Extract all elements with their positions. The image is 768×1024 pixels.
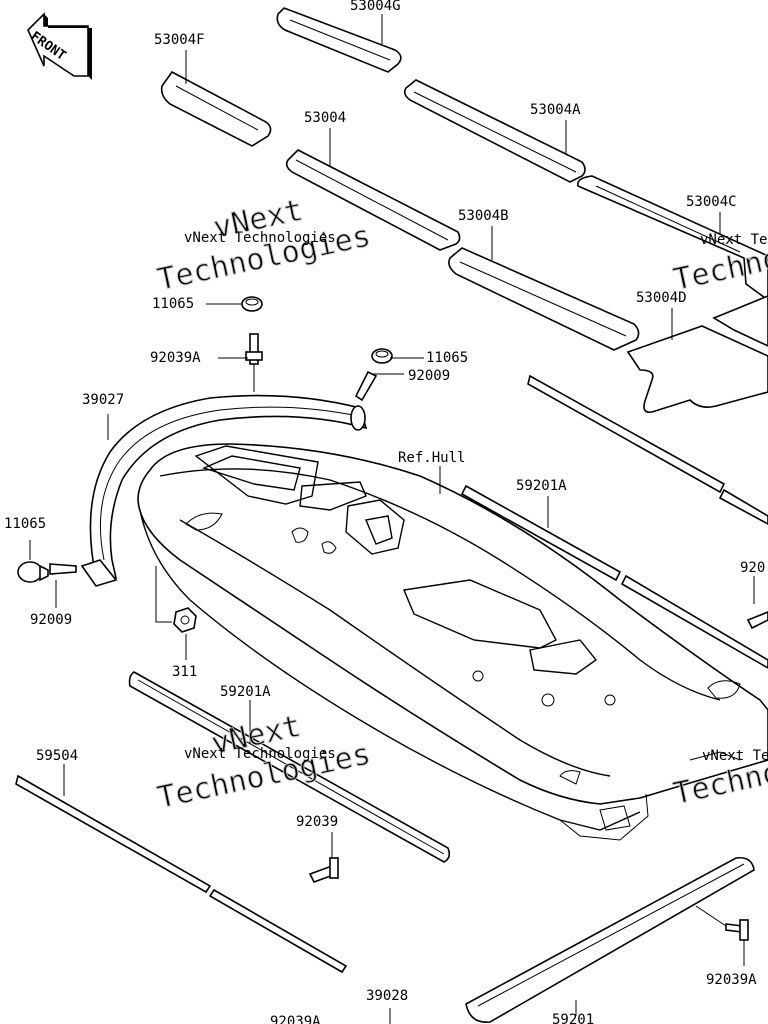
cap-11065-left <box>17 561 49 583</box>
label-39028: 39028 <box>366 988 408 1004</box>
label-92039: 92039 <box>296 814 338 830</box>
strip-59504 <box>15 774 348 974</box>
front-arrow-icon <box>27 12 92 80</box>
label-92039A-top: 92039A <box>150 350 201 366</box>
bumper-39027 <box>80 394 368 587</box>
cap-11065-mid <box>371 348 393 364</box>
hull-outline <box>137 443 768 841</box>
svg-text:vNext Technologies: vNext Technologies <box>702 748 768 764</box>
label-53004D: 53004D <box>636 290 687 306</box>
label-11065-left: 11065 <box>4 516 46 532</box>
label-59201: 59201 <box>552 1012 594 1024</box>
label-92039A-bottom: 92039A <box>706 972 757 988</box>
mat-53004F <box>160 70 272 147</box>
screw-92009-left <box>49 563 77 575</box>
svg-text:vNext Technologies: vNext Technologies <box>700 232 768 248</box>
label-11065-mid: 11065 <box>426 350 468 366</box>
label-92009-mid: 92009 <box>408 368 450 384</box>
label-39027: 39027 <box>82 392 124 408</box>
label-ref-hull: Ref.Hull <box>398 450 465 466</box>
mat-53004C <box>576 175 768 301</box>
cap-11065-top <box>241 296 263 312</box>
rivet-right-edge <box>746 611 768 630</box>
svg-text:vNext Technologies: vNext Technologies <box>184 230 336 246</box>
nut-311 <box>173 607 197 633</box>
label-53004F: 53004F <box>154 32 205 48</box>
rivet-92039-bottom <box>308 857 339 883</box>
mat-53004B <box>448 247 640 351</box>
label-53004: 53004 <box>304 110 346 126</box>
leader-lines <box>29 14 755 1024</box>
mat-53004 <box>285 149 461 251</box>
label-53004A: 53004A <box>530 102 581 118</box>
screw-92009-mid <box>354 370 378 402</box>
label-311: 311 <box>172 664 197 680</box>
label-11065-top: 11065 <box>152 296 194 312</box>
label-59201A-right: 59201A <box>516 478 567 494</box>
rivet-92039A-top <box>245 333 263 392</box>
label-59201A-lower: 59201A <box>220 684 271 700</box>
mat-53004A <box>403 79 586 183</box>
label-53004B: 53004B <box>458 208 509 224</box>
mat-53004G <box>276 7 402 73</box>
label-53004C: 53004C <box>686 194 737 210</box>
label-920-cut: 920 <box>740 560 765 576</box>
mat-53004D <box>626 295 768 414</box>
strip-59201A-lower <box>128 671 451 863</box>
label-92039A-cut: 92039A <box>270 1014 321 1024</box>
strip-59201A-right <box>460 484 768 669</box>
watermark-top: vNext Technologies vNext Technologies <box>154 192 374 298</box>
label-92009-left: 92009 <box>30 612 72 628</box>
label-59504: 59504 <box>36 748 78 764</box>
label-53004G: 53004G <box>350 0 401 14</box>
bumper-39028 <box>465 856 755 1023</box>
rivet-92039A-bottom <box>725 919 749 941</box>
strip-upper-right <box>527 374 768 525</box>
svg-text:vNext Technologies: vNext Technologies <box>184 746 336 762</box>
